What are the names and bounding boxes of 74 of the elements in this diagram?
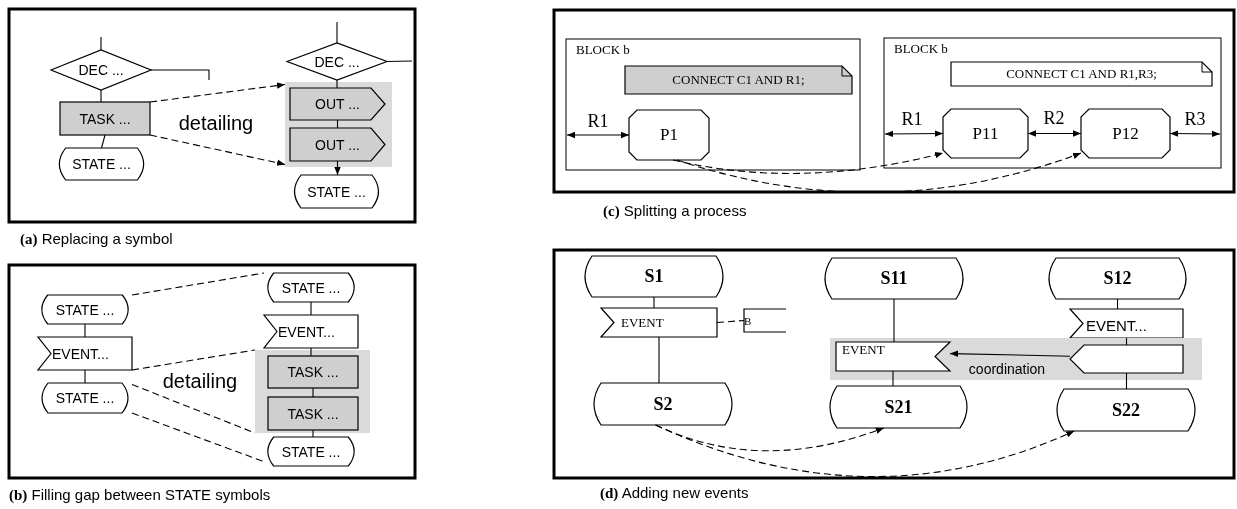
panel-caption: (d) Adding new events — [600, 484, 749, 502]
edge-label: R2 — [1043, 107, 1065, 129]
panel-caption: (a) Replacing a symbol — [20, 230, 173, 248]
comment-note: CONNECT C1 AND R1,R3; — [951, 62, 1212, 86]
connector-line — [336, 79, 338, 89]
comment-note: CONNECT C1 AND R1; — [625, 66, 852, 94]
connector-line — [1125, 337, 1128, 346]
dashed-arrow — [655, 424, 1075, 478]
output-symbol — [1070, 345, 1183, 373]
connector-line — [310, 347, 312, 357]
connector-line — [653, 296, 655, 309]
arrow — [1169, 130, 1221, 138]
connector-line — [312, 429, 314, 438]
edge-label: R1 — [587, 110, 609, 132]
connector-line — [100, 134, 106, 149]
connector-line — [310, 301, 312, 316]
dashed-arrow — [149, 82, 286, 103]
edge-label: detailing — [178, 111, 254, 135]
state-symbol: STATE ... — [264, 437, 358, 466]
block-title: BLOCK b — [894, 41, 948, 57]
input-symbol: EVENT — [601, 308, 717, 337]
decision-symbol: DEC ... — [51, 50, 151, 90]
connector-line — [84, 323, 86, 338]
connector-line — [336, 119, 339, 129]
arrow — [1027, 130, 1082, 137]
block-frame — [884, 38, 1221, 168]
input-symbol: EVENT... — [1070, 309, 1183, 338]
connector-line — [150, 69, 210, 81]
connector-line — [336, 21, 338, 44]
arrow — [949, 350, 1071, 357]
panel-caption: (b) Filling gap between STATE symbols — [9, 486, 271, 504]
dashed-arrow — [676, 152, 1082, 193]
dashed-arrow — [149, 134, 286, 166]
process-symbol: P12 — [1081, 109, 1170, 158]
connector-line — [1125, 372, 1128, 390]
connector-line — [312, 387, 314, 398]
input-symbol: EVENT... — [264, 315, 358, 348]
output-symbol: OUT ... — [290, 128, 385, 161]
dashed-line — [131, 349, 256, 371]
task-symbol: TASK ... — [60, 102, 150, 135]
state-symbol: STATE ... — [38, 383, 132, 413]
connector-line — [892, 370, 894, 387]
edge-label: coordination — [968, 361, 1046, 377]
arrow — [334, 160, 341, 176]
output-symbol: OUT ... — [290, 88, 385, 120]
connector-line — [658, 336, 660, 384]
panel-caption: (c) Splitting a process — [603, 202, 747, 220]
block-title: BLOCK b — [576, 42, 630, 58]
dashed-line — [716, 319, 745, 324]
state-symbol: STATE ... — [38, 295, 132, 324]
shaded-region — [285, 82, 392, 167]
edge-label: R3 — [1184, 108, 1206, 130]
connector-line — [100, 36, 102, 51]
input-symbol: EVENT... — [38, 337, 132, 370]
arrow — [884, 130, 944, 138]
connector-line — [386, 60, 413, 63]
connector-line — [84, 369, 86, 384]
input-symbol: EVENT — [836, 342, 950, 371]
connector-line — [100, 89, 102, 103]
process-symbol: P11 — [943, 109, 1028, 158]
state-symbol: STATE ... — [264, 273, 358, 302]
dashed-arrow — [672, 151, 944, 174]
shaded-region — [255, 350, 370, 433]
task-symbol: TASK ... — [268, 397, 358, 430]
task-symbol: TASK ... — [268, 356, 358, 388]
process-symbol: P1 — [629, 110, 709, 160]
connector-line — [893, 298, 895, 343]
connector-line — [1116, 298, 1119, 310]
arrow — [566, 131, 630, 139]
block-frame — [566, 39, 860, 170]
decision-symbol: DEC ... — [287, 43, 387, 80]
edge-label: detailing — [162, 369, 238, 393]
edge-label: R1 — [901, 108, 923, 130]
shaded-region — [830, 338, 1202, 380]
